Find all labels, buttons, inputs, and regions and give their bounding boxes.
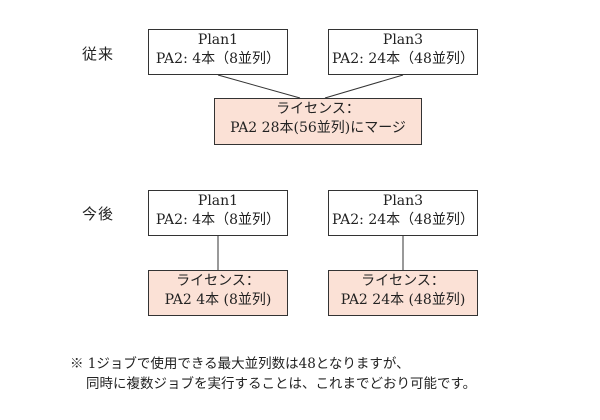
plan3-box-future: Plan3 PA2: 24本（48並列） xyxy=(328,190,478,236)
footnote-line-2: 同時に複数ジョブを実行することは、これまでどおり可能です。 xyxy=(86,376,477,392)
license-detail: PA2 4本 (8並列) xyxy=(164,292,272,308)
license-title: ライセンス： xyxy=(176,273,260,289)
plan3-title: Plan3 xyxy=(382,32,424,48)
plan1-detail: PA2: 4本（8並列） xyxy=(155,51,281,67)
plan3-detail: PA2: 24本（48並列） xyxy=(332,212,474,228)
license-box-merged: ライセンス： PA2 28本(56並列)にマージ xyxy=(214,98,422,145)
plan3-detail: PA2: 24本（48並列） xyxy=(332,51,474,67)
section-label-future: 今後 xyxy=(82,205,115,223)
connector-current-plan3 xyxy=(324,74,404,99)
plan3-box-current: Plan3 PA2: 24本（48並列） xyxy=(328,29,478,75)
connector-current-plan1 xyxy=(217,74,301,99)
license-detail: PA2 24本 (48並列) xyxy=(340,292,466,308)
plan3-title: Plan3 xyxy=(382,193,424,209)
plan1-title: Plan1 xyxy=(197,193,239,209)
plan1-box-current: Plan1 PA2: 4本（8並列） xyxy=(148,29,288,75)
section-label-current: 従来 xyxy=(82,45,115,63)
license-title: ライセンス： xyxy=(361,273,445,289)
footnote-line-1: ※ 1ジョブで使用できる最大並列数は48となりますが、 xyxy=(70,356,410,372)
license-box-plan3: ライセンス： PA2 24本 (48並列) xyxy=(328,270,478,316)
plan1-detail: PA2: 4本（8並列） xyxy=(155,212,281,228)
license-title: ライセンス： xyxy=(276,101,360,117)
license-box-plan1: ライセンス： PA2 4本 (8並列) xyxy=(148,270,288,316)
plan1-box-future: Plan1 PA2: 4本（8並列） xyxy=(148,190,288,236)
plan1-title: Plan1 xyxy=(197,32,239,48)
license-detail: PA2 28本(56並列)にマージ xyxy=(230,120,406,136)
